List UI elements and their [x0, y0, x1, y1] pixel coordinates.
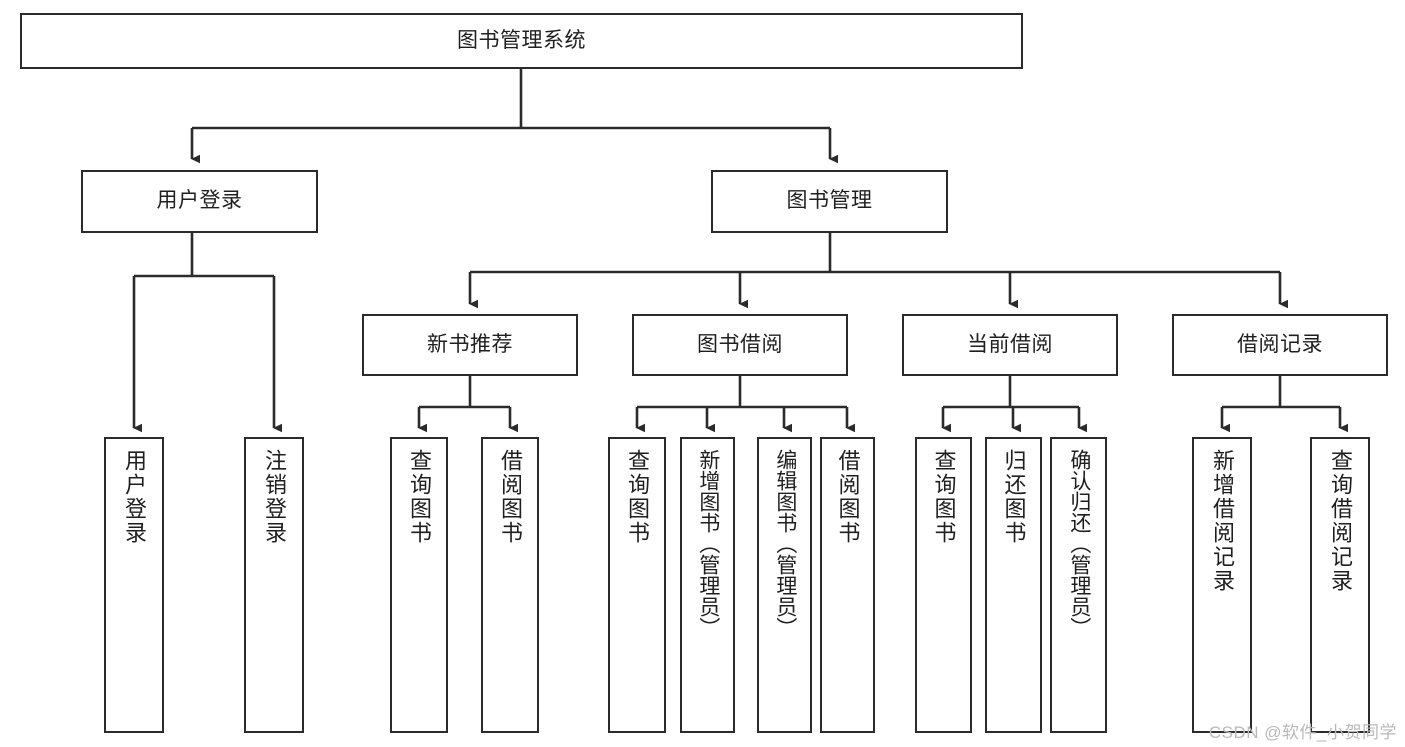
node-new-book-recommend[interactable]: 新书推荐	[362, 314, 578, 376]
leaf-user-login[interactable]: 用户登录	[104, 437, 164, 733]
node-book-borrow[interactable]: 图书借阅	[632, 314, 848, 376]
leaf-borrow-book-borrow[interactable]: 借阅图书	[820, 437, 875, 733]
leaf-return-book[interactable]: 归还图书	[985, 437, 1042, 733]
node-label: 图书借阅	[697, 332, 783, 356]
node-label: 归还图书	[1001, 449, 1027, 545]
leaf-logout[interactable]: 注销登录	[244, 437, 304, 733]
node-label: 用户登录	[121, 449, 147, 545]
node-label: 查询借阅记录	[1327, 449, 1353, 593]
leaf-add-borrow-record[interactable]: 新增借阅记录	[1192, 437, 1252, 733]
leaf-borrow-book-recommend[interactable]: 借阅图书	[481, 437, 539, 733]
node-user-login[interactable]: 用户登录	[81, 170, 318, 233]
node-label: 用户登录	[156, 189, 243, 213]
leaf-query-book-recommend[interactable]: 查询图书	[390, 437, 448, 733]
node-label: 新增图书（管理员）	[696, 449, 720, 638]
node-label: 借阅图书	[497, 449, 523, 545]
node-label: 新增借阅记录	[1209, 449, 1235, 593]
node-book-management[interactable]: 图书管理	[711, 170, 948, 233]
leaf-query-book-borrow[interactable]: 查询图书	[608, 437, 666, 733]
leaf-query-borrow-record[interactable]: 查询借阅记录	[1310, 437, 1370, 733]
node-label: 注销登录	[261, 449, 287, 545]
node-label: 编辑图书（管理员）	[773, 449, 797, 638]
node-label: 图书管理系统	[457, 28, 586, 52]
leaf-confirm-return-admin[interactable]: 确认归还（管理员）	[1050, 437, 1107, 733]
node-label: 借阅图书	[835, 449, 861, 545]
node-borrow-record[interactable]: 借阅记录	[1172, 314, 1388, 376]
node-label: 查询图书	[931, 449, 957, 545]
watermark-text: CSDN @软件_小贺同学	[1208, 723, 1397, 742]
node-label: 确认归还（管理员）	[1067, 449, 1091, 638]
node-current-borrow[interactable]: 当前借阅	[902, 314, 1118, 376]
node-book-management-system[interactable]: 图书管理系统	[20, 13, 1023, 69]
node-label: 查询图书	[406, 449, 432, 545]
node-label: 当前借阅	[967, 332, 1053, 356]
node-label: 图书管理	[786, 189, 873, 213]
node-label: 查询图书	[624, 449, 650, 545]
leaf-add-book-admin[interactable]: 新增图书（管理员）	[680, 437, 735, 733]
node-label: 新书推荐	[427, 332, 513, 356]
node-label: 借阅记录	[1237, 332, 1323, 356]
leaf-query-book-current[interactable]: 查询图书	[915, 437, 972, 733]
leaf-edit-book-admin[interactable]: 编辑图书（管理员）	[757, 437, 812, 733]
